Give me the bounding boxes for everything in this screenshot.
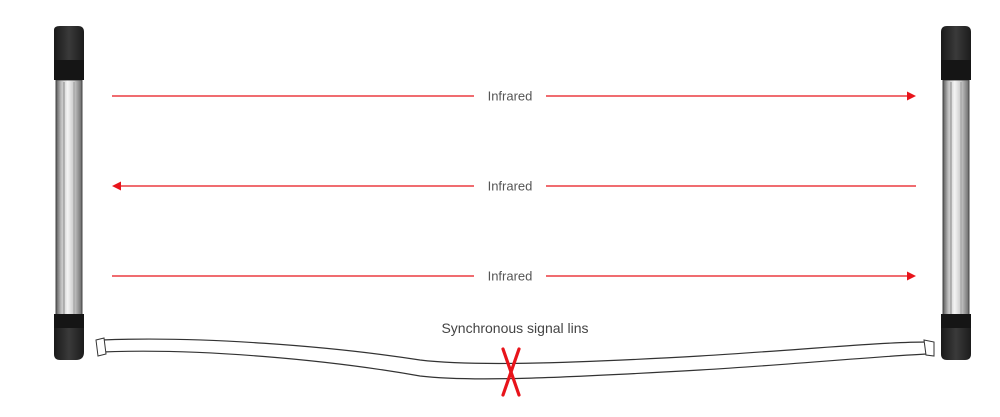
cable-left-connector: [95, 337, 107, 357]
beam-1-arrowhead-icon: [907, 91, 916, 101]
left-post-tube: [55, 79, 83, 321]
beam-3: Infrared: [112, 269, 916, 284]
beam-2-label: Infrared: [488, 179, 533, 194]
cable-bottom-edge: [101, 350, 929, 380]
beam-1: Infrared: [112, 89, 916, 104]
beam-3-label: Infrared: [488, 269, 533, 284]
beam-2-arrowhead-icon: [112, 181, 121, 191]
beam-3-arrowhead-icon: [907, 271, 916, 281]
x-cut-icon: [501, 347, 521, 397]
beam-2: Infrared: [112, 179, 916, 194]
cable-right-connector: [923, 339, 935, 357]
right-post: [941, 26, 971, 360]
cable-label: Synchronous signal lins: [441, 320, 588, 336]
right-post-tube: [942, 79, 970, 321]
beam-1-label: Infrared: [488, 89, 533, 104]
cable-top-edge: [101, 338, 929, 365]
synchronous-cable: Synchronous signal lins: [95, 320, 935, 397]
left-post: [54, 26, 84, 360]
